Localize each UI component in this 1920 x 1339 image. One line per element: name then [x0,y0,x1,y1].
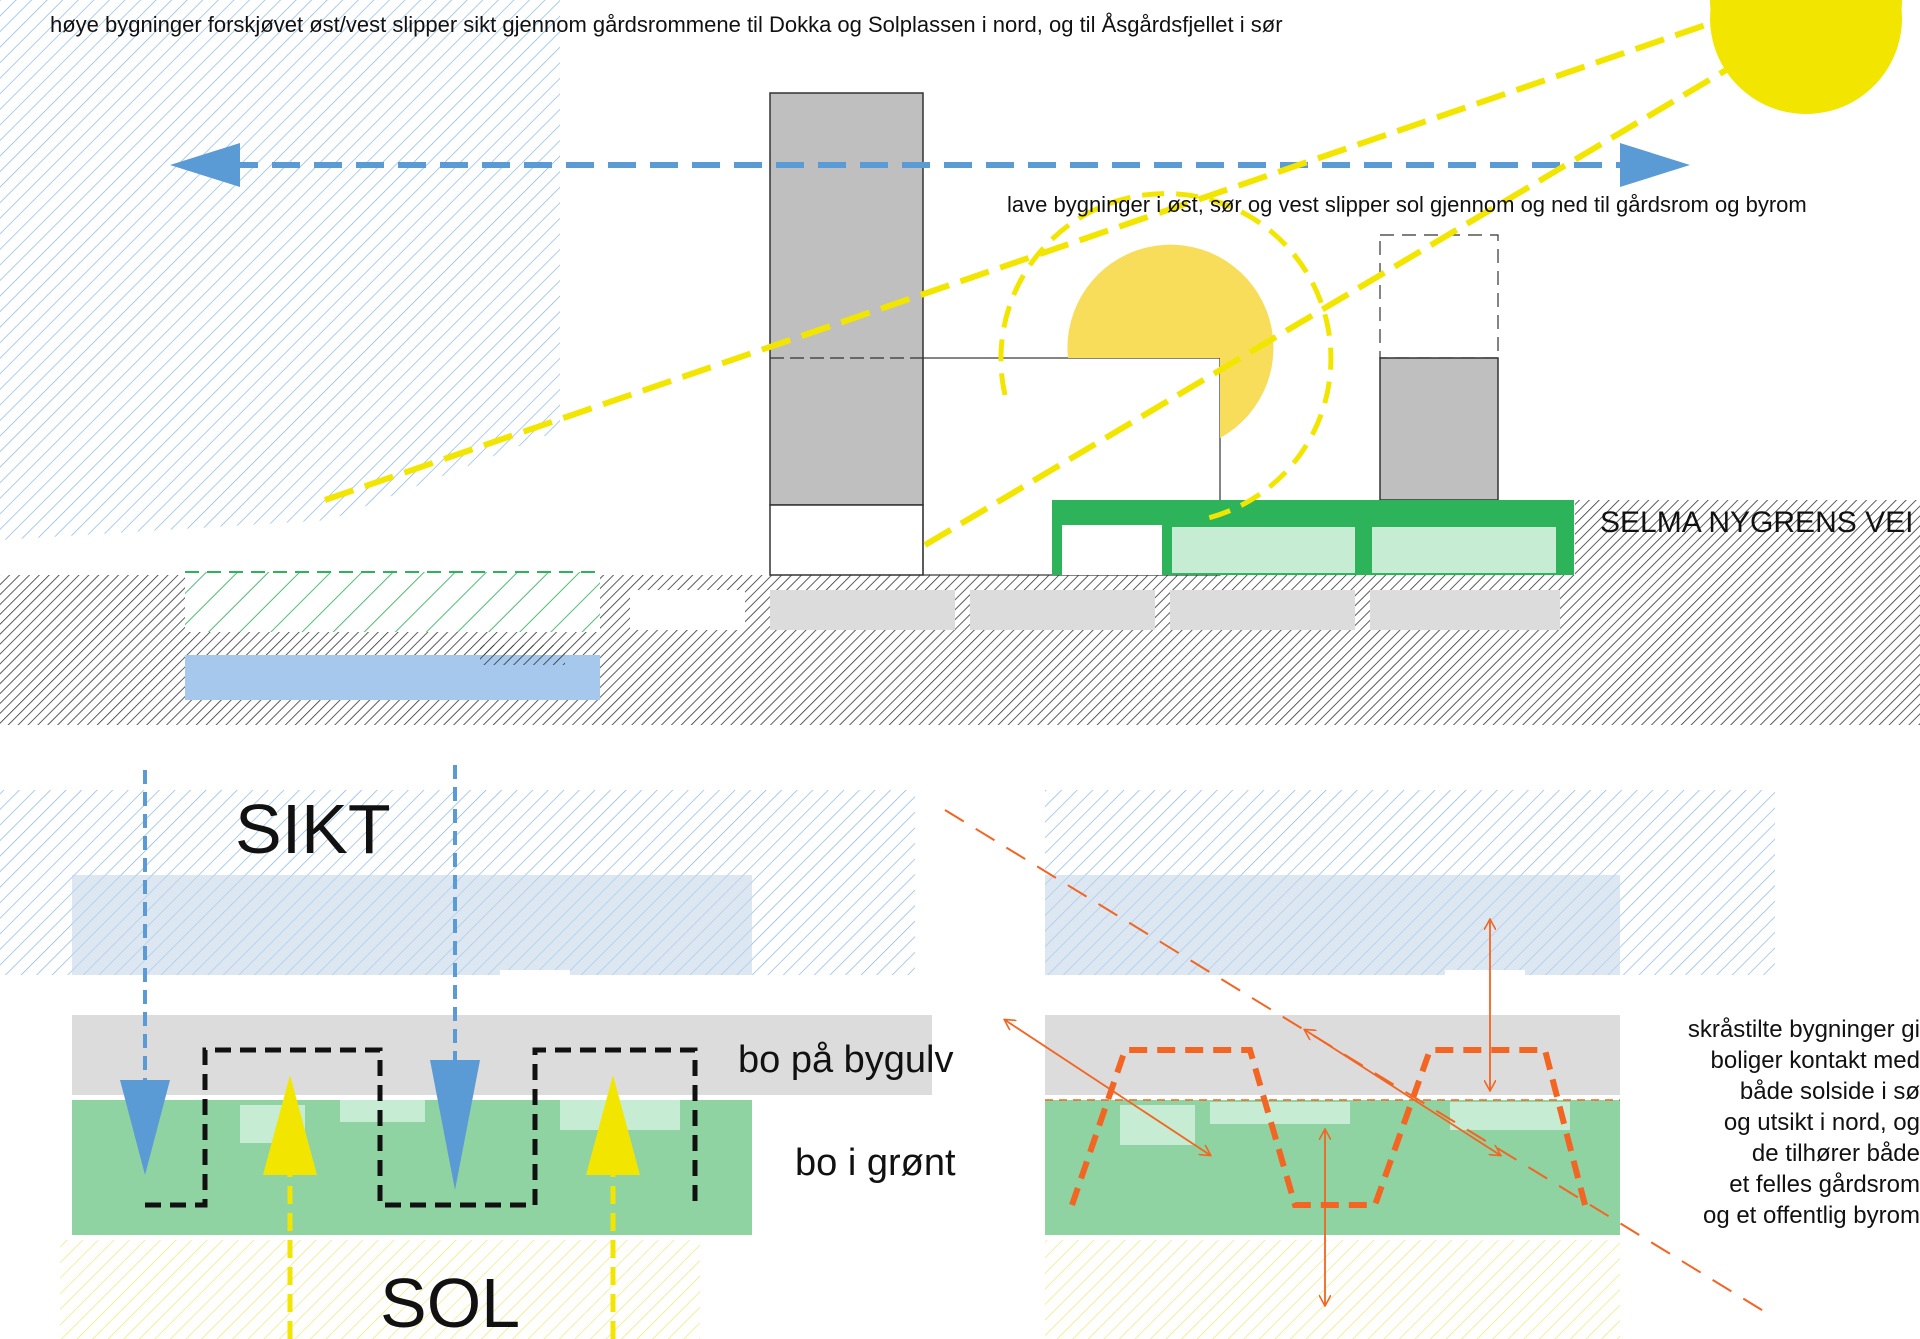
description-line: både solside i sø [1740,1078,1920,1105]
right-tower [1379,357,1499,501]
sight-arrow [170,143,1690,187]
sun-rays [324,17,1762,548]
caption-low-buildings: lave bygninger i øst, sør og vest slippe… [1007,192,1807,217]
caption-tall-buildings: høye bygninger forskjøvet øst/vest slipp… [50,12,1283,37]
description-right: skråstilte bygninger gi boliger kontakt … [1688,1016,1920,1229]
description-line: skråstilte bygninger gi [1688,1016,1920,1043]
description-line: boliger kontakt med [1711,1047,1920,1074]
right-tower-ghost [1379,234,1499,359]
sun-hatch-left [60,1240,700,1339]
description-line: og utsikt i nord, og [1724,1109,1920,1136]
description-line: og et offentlig byrom [1703,1202,1920,1229]
sol-label: SOL [380,1264,520,1339]
bygulv-label: bo på bygulv [738,1039,954,1081]
orientation-arrows [1005,920,1500,1305]
gront-label: bo i grønt [795,1142,956,1184]
sight-arrows-left [120,765,480,1190]
bygulv-band [72,1015,932,1095]
description-line: et felles gårdsrom [1729,1171,1920,1198]
green-podium [1052,500,1574,575]
sun-arrows-left [263,1075,640,1339]
sun-low [998,191,1334,523]
building-outline-left [145,1047,698,1208]
sun-hatch-right [1045,1240,1620,1339]
road-label: SELMA NYGRENS VEI [1600,506,1913,539]
sikt-label: SIKT [235,790,391,868]
sun-high-body [1710,0,1902,114]
sky-hatch [0,0,560,540]
plan-left: SIKT SOL bo på bygulv bo i grønt [0,765,956,1339]
tall-building [769,92,924,506]
section-view: høye bygninger forskjøvet øst/vest slipp… [0,0,1920,725]
plan-right: skråstilte bygninger gi boliger kontakt … [944,790,1920,1339]
bygulv-band-right [1045,1015,1620,1095]
description-line: de tilhører både [1752,1140,1920,1167]
ground-section [0,500,1920,725]
